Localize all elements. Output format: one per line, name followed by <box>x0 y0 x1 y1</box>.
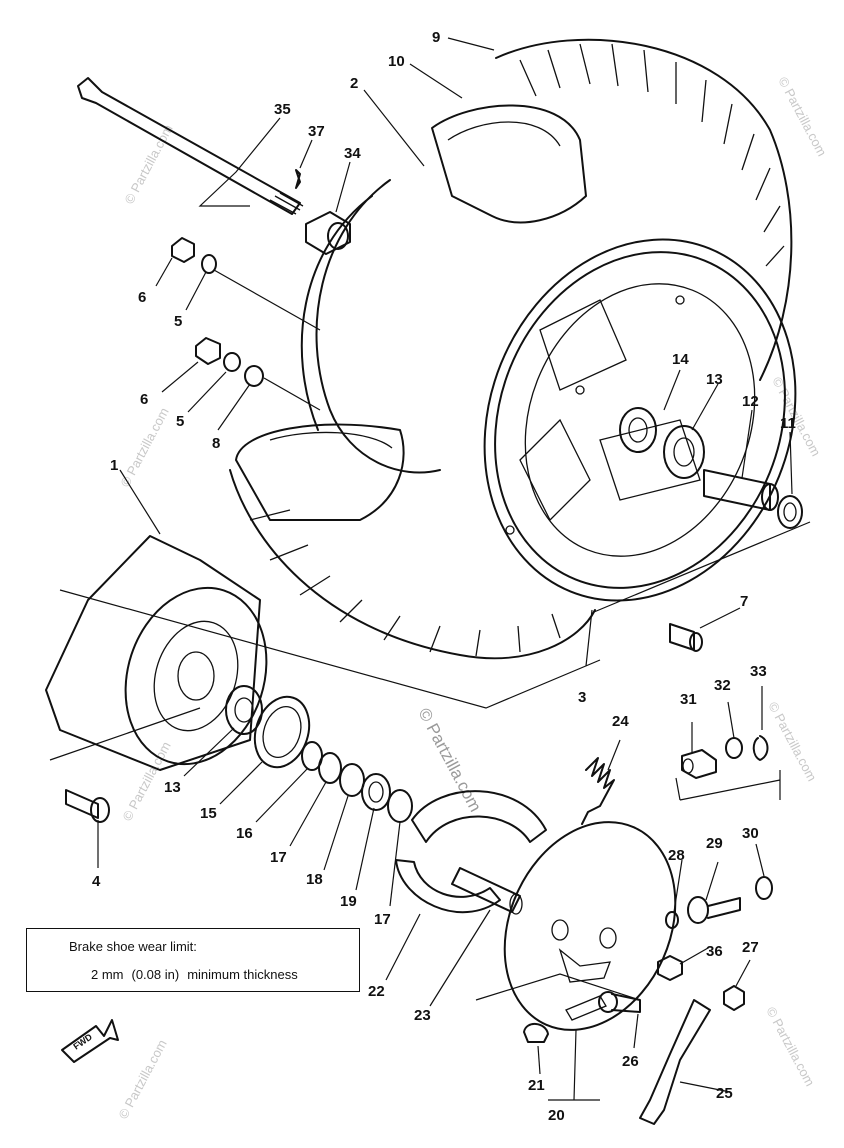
brake-plate-20 <box>503 821 677 1031</box>
nut-6-upper <box>171 237 195 263</box>
callout-12: 12 <box>742 393 759 410</box>
callout-37: 37 <box>308 123 325 140</box>
nut-36 <box>657 955 683 981</box>
callout-22: 22 <box>368 983 385 1000</box>
callout-15: 15 <box>200 805 217 822</box>
note-value-in: (0.08 in) <box>131 967 180 982</box>
washer-17-left <box>318 752 342 784</box>
callout-21: 21 <box>528 1077 545 1094</box>
callout-34: 34 <box>344 145 361 162</box>
washer-17-right <box>387 789 413 823</box>
callout-27: 27 <box>742 939 759 956</box>
note-title: Brake shoe wear limit: <box>69 939 197 954</box>
callout-2: 2 <box>350 75 358 92</box>
bearing-13-right <box>663 425 705 479</box>
callout-16: 16 <box>236 825 253 842</box>
cap-21 <box>523 1023 549 1043</box>
callout-32: 32 <box>714 677 731 694</box>
oring-30 <box>755 876 773 900</box>
callout-numbers: 9 10 2 35 37 34 6 5 6 5 8 14 13 12 11 1 … <box>92 29 796 1124</box>
bearing-13-left <box>225 685 263 735</box>
watermark-left-4: © Partzilla.com <box>115 1037 169 1121</box>
callout-14: 14 <box>672 351 689 368</box>
callout-18: 18 <box>306 871 323 888</box>
brake-shoe-22 <box>395 790 547 914</box>
callout-23: 23 <box>414 1007 431 1024</box>
cotter-pin-37 <box>295 169 301 189</box>
watermark-left-1: © Partzilla.com <box>121 122 175 206</box>
oil-seal-15 <box>253 695 311 769</box>
brake-arm-25 <box>639 999 711 1125</box>
callout-7: 7 <box>740 593 748 610</box>
washer-28 <box>665 911 679 929</box>
clutch-18 <box>339 763 365 797</box>
washer-8 <box>244 365 264 387</box>
callout-5-lower: 5 <box>176 413 184 430</box>
callout-25: 25 <box>716 1085 733 1102</box>
callout-9: 9 <box>432 29 440 46</box>
callout-31: 31 <box>680 691 697 708</box>
callout-1: 1 <box>110 457 118 474</box>
callout-28: 28 <box>668 847 685 864</box>
bearing-14 <box>619 407 657 453</box>
leader-lines <box>49 37 811 1101</box>
callout-26: 26 <box>622 1053 639 1070</box>
callout-24: 24 <box>612 713 629 730</box>
washer-5-upper <box>201 254 217 274</box>
callout-6-upper: 6 <box>138 289 146 306</box>
watermark-right-3: © Partzilla.com <box>765 699 819 783</box>
callout-17-right: 17 <box>374 911 391 928</box>
watermark-right-1: © Partzilla.com <box>775 74 829 158</box>
note-value-mm: 2 mm <box>91 967 124 982</box>
clip-33 <box>752 735 769 761</box>
bolt-4 <box>65 789 110 823</box>
callout-19: 19 <box>340 893 357 910</box>
tire-9 <box>229 38 793 660</box>
callout-3: 3 <box>578 689 586 706</box>
hub-cover-1 <box>45 535 268 771</box>
fwd-label: FWD <box>71 1031 94 1051</box>
callout-20: 20 <box>548 1107 565 1124</box>
callout-35: 35 <box>274 101 291 118</box>
rim-2 <box>300 179 441 474</box>
callout-17-left: 17 <box>270 849 287 866</box>
watermark-left-2: © Partzilla.com <box>117 405 171 489</box>
callout-13-right: 13 <box>706 371 723 388</box>
axle-35 <box>77 77 304 215</box>
circlip-16 <box>301 741 323 771</box>
callout-13-left: 13 <box>164 779 181 796</box>
brake-wear-note: Brake shoe wear limit: 2 mm (0.08 in) mini… <box>26 928 360 992</box>
spring-24 <box>581 757 615 825</box>
watermark-right-4: © Partzilla.com <box>763 1004 817 1088</box>
note-value-desc: minimum thickness <box>187 967 298 982</box>
gear-19 <box>361 773 391 811</box>
oil-seal-11 <box>777 495 803 529</box>
note-value: 2 mm (0.08 in) minimum thickness <box>91 967 306 982</box>
callout-4: 4 <box>92 873 101 890</box>
drive-31 <box>681 749 717 779</box>
tube-10 <box>235 104 587 521</box>
callout-11: 11 <box>780 415 796 432</box>
callout-36: 36 <box>706 943 723 960</box>
callout-5-upper: 5 <box>174 313 182 330</box>
gear-29 <box>687 896 741 924</box>
bolt-26 <box>598 991 641 1013</box>
fwd-arrow-icon: FWD <box>61 1019 119 1063</box>
nut-6-lower <box>195 337 221 365</box>
washer-32 <box>725 737 743 759</box>
watermark-center: © Partzilla.com <box>414 705 485 815</box>
bolt-7 <box>669 623 703 652</box>
nut-27 <box>723 985 745 1011</box>
callout-10: 10 <box>388 53 405 70</box>
spacer-12 <box>703 469 779 511</box>
callout-8: 8 <box>212 435 220 452</box>
washer-5-lower <box>223 352 241 372</box>
callout-30: 30 <box>742 825 759 842</box>
callout-29: 29 <box>706 835 723 852</box>
callout-6-lower: 6 <box>140 391 148 408</box>
hub-3 <box>483 238 797 602</box>
callout-33: 33 <box>750 663 767 680</box>
collar-34 <box>305 211 351 255</box>
